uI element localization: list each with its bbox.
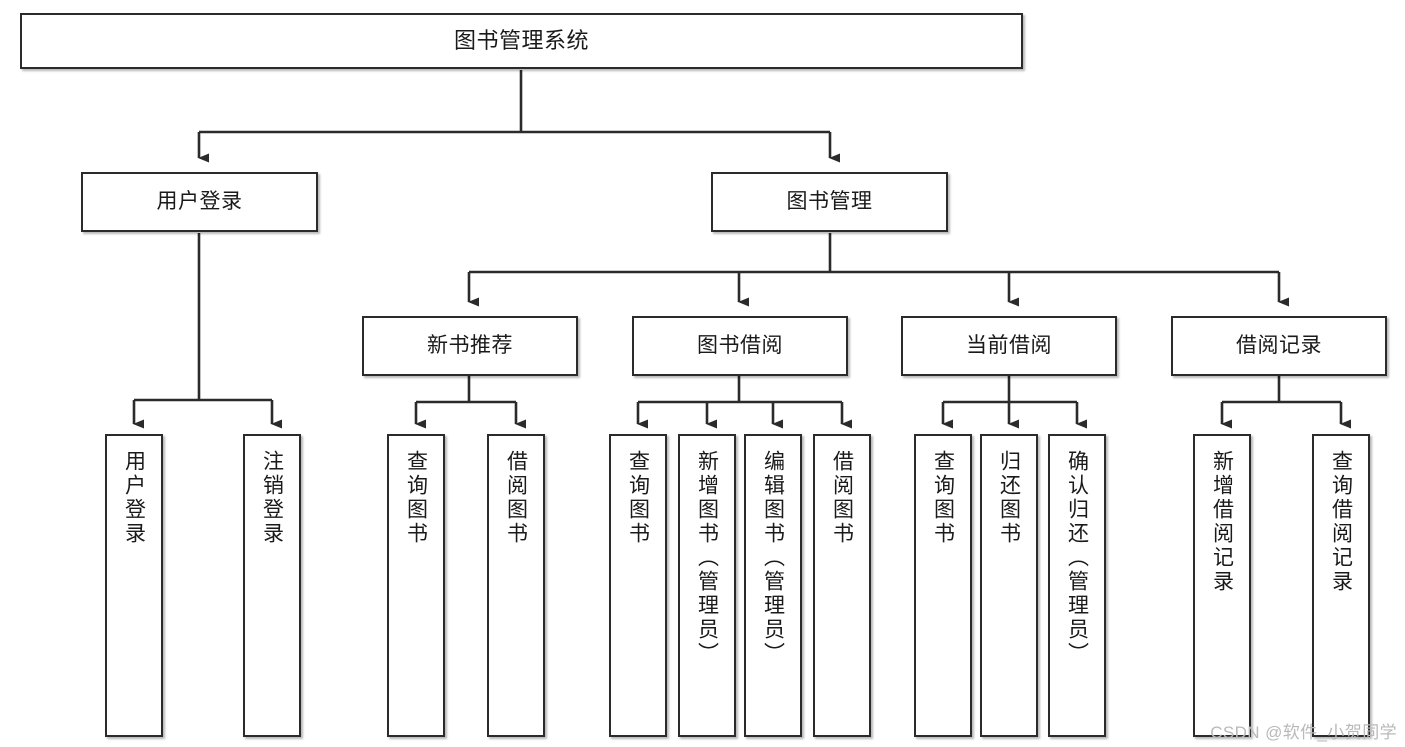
node-label: 查询图书 <box>404 450 428 546</box>
node-user-login[interactable]: 用户登录 <box>81 172 318 232</box>
leaf-user-login-login[interactable]: 用户登录 <box>105 434 163 737</box>
node-label: 新增图书（管理员） <box>695 450 719 666</box>
leaf-new-book-query-book[interactable]: 查询图书 <box>387 434 445 737</box>
node-root-book-management-system[interactable]: 图书管理系统 <box>20 13 1023 69</box>
leaf-new-book-borrow-book[interactable]: 借阅图书 <box>487 434 545 737</box>
leaf-current-borrow-confirm-return-admin[interactable]: 确认归还（管理员） <box>1048 434 1106 737</box>
leaf-borrow-record-add-record[interactable]: 新增借阅记录 <box>1193 434 1251 737</box>
leaf-borrow-record-query-record[interactable]: 查询借阅记录 <box>1312 434 1370 737</box>
node-label: 当前借阅 <box>966 334 1052 358</box>
node-label: 借阅记录 <box>1236 334 1322 358</box>
node-current-borrow[interactable]: 当前借阅 <box>901 316 1117 376</box>
node-label: 图书管理系统 <box>453 27 589 53</box>
node-label: 用户登录 <box>122 450 146 546</box>
node-label: 用户登录 <box>156 190 243 214</box>
leaf-current-borrow-return-book[interactable]: 归还图书 <box>980 434 1038 737</box>
leaf-book-borrow-borrow-book[interactable]: 借阅图书 <box>813 434 871 737</box>
node-label: 查询图书 <box>626 450 650 546</box>
leaf-book-borrow-query-book[interactable]: 查询图书 <box>609 434 667 737</box>
leaf-user-login-logout[interactable]: 注销登录 <box>243 434 301 737</box>
leaf-current-borrow-query-book[interactable]: 查询图书 <box>914 434 972 737</box>
node-label: 确认归还（管理员） <box>1065 450 1089 666</box>
node-label: 借阅图书 <box>830 450 854 546</box>
node-label: 归还图书 <box>997 450 1021 546</box>
leaf-book-borrow-edit-book-admin[interactable]: 编辑图书（管理员） <box>744 434 802 737</box>
node-book-borrow[interactable]: 图书借阅 <box>632 316 848 376</box>
node-book-management[interactable]: 图书管理 <box>711 172 948 232</box>
node-label: 新书推荐 <box>427 334 513 358</box>
node-label: 图书管理 <box>786 190 873 214</box>
node-borrow-record[interactable]: 借阅记录 <box>1171 316 1387 376</box>
node-new-book-recommend[interactable]: 新书推荐 <box>362 316 578 376</box>
node-label: 编辑图书（管理员） <box>761 450 785 666</box>
node-label: 借阅图书 <box>504 450 528 546</box>
node-label: 注销登录 <box>260 450 284 546</box>
leaf-book-borrow-add-book-admin[interactable]: 新增图书（管理员） <box>678 434 736 737</box>
node-label: 查询图书 <box>931 450 955 546</box>
node-label: 图书借阅 <box>697 334 783 358</box>
node-label: 新增借阅记录 <box>1210 450 1234 594</box>
csdn-watermark: CSDN @软件_小贺同学 <box>1210 723 1397 742</box>
node-label: 查询借阅记录 <box>1329 450 1353 594</box>
